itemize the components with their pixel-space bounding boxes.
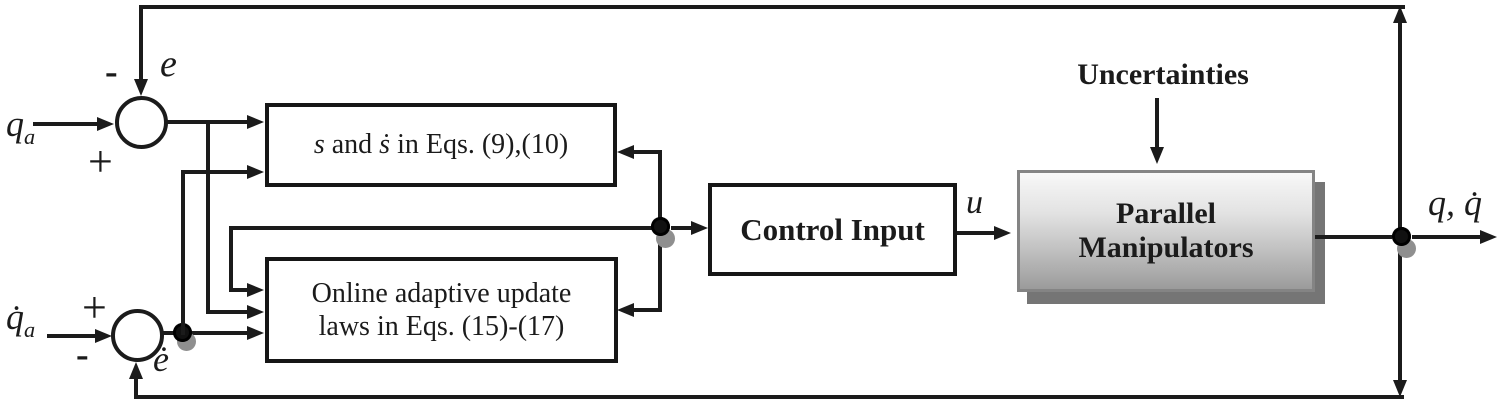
arrowhead-qa-dot-into-bottom-sum bbox=[95, 329, 112, 343]
arrowhead-u-into-plant bbox=[994, 226, 1011, 240]
eqs-9-10-text: in Eqs. (9),(10) bbox=[390, 129, 569, 160]
top-feedback-drop-line bbox=[139, 5, 143, 79]
qa-subscript: a bbox=[24, 124, 36, 150]
arrowhead-down-into-top-sum bbox=[134, 79, 148, 96]
u-label: u bbox=[966, 184, 983, 221]
and-text: and bbox=[324, 129, 380, 160]
arrowhead-output bbox=[1480, 230, 1497, 244]
control-input-block: Control Input bbox=[708, 183, 957, 276]
arrowhead-into-control-block bbox=[691, 221, 708, 235]
qa-input-line bbox=[33, 122, 97, 126]
e-dot-signal-line bbox=[163, 331, 247, 335]
uncertainties-label: Uncertainties bbox=[1077, 58, 1249, 91]
top-sum-minus-sign: - bbox=[105, 51, 118, 93]
plant-label-line1: Parallel bbox=[1116, 196, 1216, 230]
bottom-sum-minus-sign: - bbox=[76, 334, 89, 376]
central-junction-node bbox=[651, 217, 670, 236]
error-e-dot-label: ė bbox=[153, 339, 169, 379]
qa-dot-base: q̇ bbox=[6, 297, 24, 337]
qa-label: qa bbox=[6, 103, 35, 150]
adaptive-laws-block: Online adaptive update laws in Eqs. (15)… bbox=[265, 257, 618, 363]
output-line bbox=[1412, 235, 1481, 239]
arrowhead-uncertainties-into-plant bbox=[1150, 147, 1164, 164]
arrowhead-into-adaptive-right bbox=[617, 303, 634, 317]
node-to-control-line bbox=[671, 226, 692, 230]
output-junction-node bbox=[1392, 227, 1411, 246]
sliding-surface-block-label: s and ṡ in Eqs. (9),(10) bbox=[314, 129, 568, 161]
top-summing-junction bbox=[115, 96, 168, 149]
uncertainties-arrow-line bbox=[1155, 98, 1159, 148]
stub-to-sliding-right-line bbox=[634, 150, 662, 154]
e-dot-branch-vertical-line bbox=[181, 170, 185, 335]
plant-output-line bbox=[1315, 235, 1392, 239]
adaptive-laws-line1: Online adaptive update bbox=[311, 277, 572, 309]
error-e-label: e bbox=[160, 43, 177, 85]
plant-label-line2: Manipulators bbox=[1078, 231, 1254, 264]
qa-dot-input-line bbox=[47, 334, 95, 338]
bottom-feedback-rise-line bbox=[134, 379, 138, 397]
adaptive-laws-line2: laws in Eqs. (15)-(17) bbox=[318, 311, 565, 342]
u-signal-line bbox=[957, 231, 995, 235]
s-signal-horizontal-line bbox=[229, 226, 662, 230]
bottom-summing-junction bbox=[111, 309, 164, 362]
arrowhead-e-into-sliding-block bbox=[247, 115, 264, 129]
qa-base: q bbox=[6, 104, 24, 144]
s-branch-down-line bbox=[229, 226, 233, 290]
arrowhead-qa-into-top-sum bbox=[97, 117, 114, 131]
top-sum-plus-sign: + bbox=[88, 137, 113, 186]
e-branch-vertical-line bbox=[206, 120, 210, 314]
arrowhead-up-into-bottom-sum bbox=[129, 362, 143, 379]
arrowhead-e-into-adaptive-block bbox=[247, 305, 264, 319]
control-input-label: Control Input bbox=[740, 211, 925, 247]
output-feedback-vertical-line bbox=[1398, 21, 1402, 381]
e-dot-branch-to-sliding-line bbox=[181, 170, 247, 174]
bottom-sum-plus-sign: + bbox=[82, 283, 107, 332]
qa-dot-subscript: a bbox=[24, 317, 36, 343]
top-feedback-line bbox=[139, 5, 1405, 9]
q-qdot-label: q, q̇ bbox=[1428, 183, 1482, 223]
arrowhead-e-dot-into-sliding-block bbox=[247, 165, 264, 179]
stub-to-adaptive-right-line bbox=[634, 308, 662, 312]
arrowhead-into-sliding-right bbox=[617, 145, 634, 159]
arrowhead-s-into-adaptive-block bbox=[247, 283, 264, 297]
sliding-surface-block: s and ṡ in Eqs. (9),(10) bbox=[265, 103, 617, 187]
arrowhead-up-to-top-line bbox=[1393, 6, 1407, 23]
arrowhead-down-to-bottom-line bbox=[1393, 380, 1407, 397]
arrowhead-e-dot-into-adaptive-block bbox=[247, 326, 264, 340]
s-dot-symbol: ṡ bbox=[379, 129, 391, 160]
bottom-feedback-line bbox=[134, 395, 1404, 399]
s-branch-to-adaptive-line bbox=[229, 288, 247, 292]
e-branch-to-adaptive-line bbox=[206, 310, 247, 314]
s-symbol: s bbox=[313, 129, 325, 160]
qa-dot-label: q̇a bbox=[6, 296, 35, 343]
parallel-manipulators-block: Parallel Manipulators bbox=[1017, 170, 1315, 292]
